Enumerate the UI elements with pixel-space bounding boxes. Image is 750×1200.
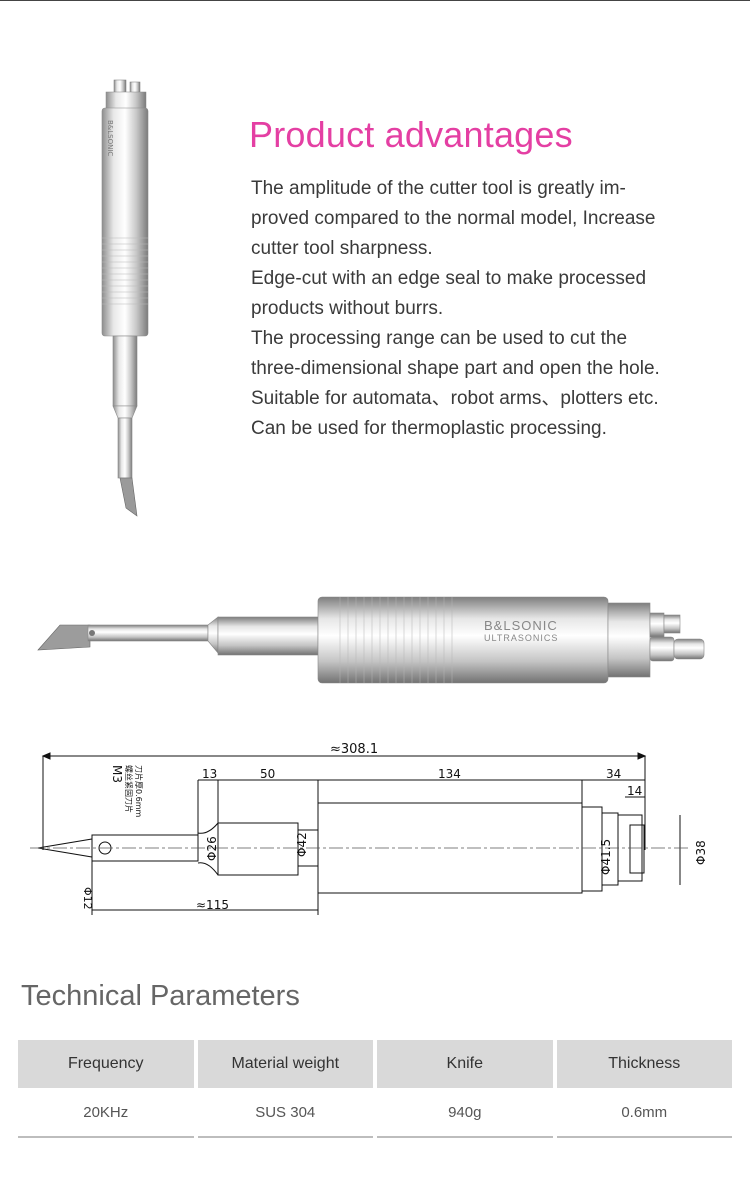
horizontal-product-image bbox=[37, 596, 705, 684]
dia-26: Φ26 bbox=[205, 836, 219, 861]
dia-42: Φ42 bbox=[295, 832, 309, 857]
advantage-line: three-dimensional shape part and open th… bbox=[251, 358, 660, 379]
advantage-line: cutter tool sharpness. bbox=[251, 238, 433, 259]
advantage-line: The amplitude of the cutter tool is grea… bbox=[251, 178, 626, 199]
dim-115: ≈115 bbox=[196, 898, 229, 912]
table-header-row: Frequency Material weight Knife Thicknes… bbox=[18, 1040, 732, 1088]
m3-label: M3 bbox=[110, 765, 124, 783]
header-knife: Knife bbox=[377, 1040, 553, 1088]
value-material-weight: SUS 304 bbox=[197, 1088, 373, 1138]
advantage-line: Edge-cut with an edge seal to make proce… bbox=[251, 268, 647, 289]
dim-34: 34 bbox=[606, 767, 621, 781]
advantages-title: Product advantages bbox=[249, 114, 573, 155]
technical-parameters-title: Technical Parameters bbox=[21, 980, 300, 1012]
dim-total: ≈308.1 bbox=[330, 742, 378, 757]
table-row: 20KHz SUS 304 940g 0.6mm bbox=[18, 1088, 732, 1138]
blade-note: 刀片厚0.6mm bbox=[134, 765, 144, 818]
dia-41-5: Φ41.5 bbox=[599, 839, 613, 875]
dim-134: 134 bbox=[438, 767, 461, 781]
value-frequency: 20KHz bbox=[18, 1088, 194, 1138]
advantage-line: The processing range can be used to cut … bbox=[251, 328, 628, 349]
header-thickness: Thickness bbox=[556, 1040, 732, 1088]
brand-sub: ULTRASONICS bbox=[484, 633, 559, 643]
dim-14: 14 bbox=[627, 784, 642, 798]
top-divider bbox=[0, 0, 750, 1]
vertical-product-image bbox=[101, 79, 149, 517]
dim-50: 50 bbox=[260, 767, 275, 781]
dia-12: Φ12 bbox=[81, 887, 94, 910]
m3-note: 螺丝紧固刀片 bbox=[124, 765, 134, 813]
header-frequency: Frequency bbox=[18, 1040, 194, 1088]
technical-drawing: ≈308.1 13 50 134 34 14 ≈115 Φ42 Φ26 Φ41.… bbox=[30, 742, 708, 915]
parameters-table: Frequency Material weight Knife Thicknes… bbox=[18, 1040, 732, 1138]
dia-38: Φ38 bbox=[694, 840, 708, 865]
brand-text: B&LSONIC bbox=[106, 120, 114, 157]
header-material-weight: Material weight bbox=[197, 1040, 373, 1088]
value-thickness: 0.6mm bbox=[556, 1088, 732, 1138]
advantage-line: products without burrs. bbox=[251, 298, 444, 319]
value-knife: 940g bbox=[377, 1088, 553, 1138]
advantage-line: Can be used for thermoplastic processing… bbox=[251, 418, 607, 439]
advantages-text: The amplitude of the cutter tool is grea… bbox=[251, 174, 691, 444]
brand-name: B&LSONIC bbox=[484, 618, 558, 633]
vertical-brand-label: B&LSONIC bbox=[102, 120, 114, 280]
advantage-line: proved compared to the normal model, Inc… bbox=[251, 208, 656, 229]
dim-13: 13 bbox=[202, 767, 217, 781]
advantage-line: Suitable for automata、robot arms、plotter… bbox=[251, 388, 659, 409]
horizontal-brand-logo: B&LSONIC ULTRASONICS bbox=[484, 618, 558, 643]
